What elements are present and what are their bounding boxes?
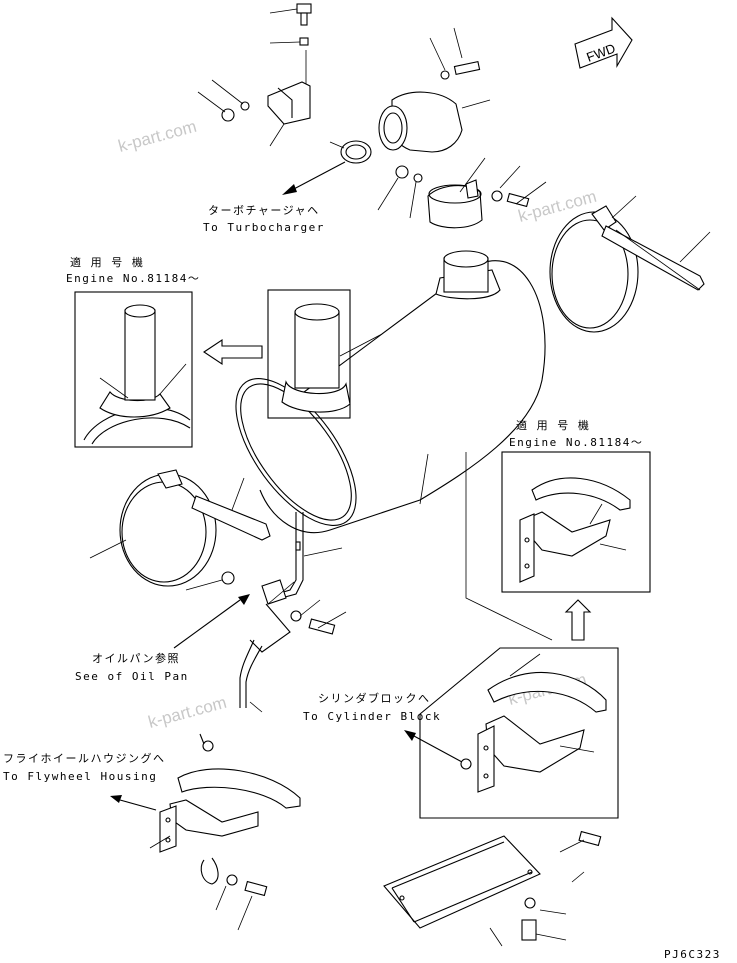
applicability-label-en-2: Engine No.81184～: [509, 436, 643, 449]
muffler: [235, 250, 546, 534]
cylinder-block-arrow: [404, 730, 463, 763]
detail-arrow-up: [564, 599, 592, 641]
turbo-label-jp: ターボチャージャヘ: [208, 204, 320, 217]
turbo-label-en: To Turbocharger: [203, 221, 325, 234]
detail-arrow-left: [203, 338, 263, 366]
watermark: k-part.com: [116, 117, 198, 156]
forward-arrow-icon: FWD: [574, 16, 633, 69]
detail-box-left: [74, 291, 193, 448]
turbo-bracket: [197, 50, 311, 147]
detail-box-upper-right: [501, 451, 651, 593]
oil-pan-label-en: See of Oil Pan: [75, 670, 189, 683]
cylinder-label-en: To Cylinder Block: [303, 710, 441, 723]
bottom-plate: [383, 830, 602, 947]
watermark: k-part.com: [146, 693, 228, 732]
flywheel-label-en: To Flywheel Housing: [3, 770, 157, 783]
applicability-label-jp-2: 適 用 号 機: [516, 418, 590, 432]
exhaust-elbow: [329, 27, 491, 164]
oil-pan-label-jp: オイルパン参照: [92, 651, 180, 665]
flywheel-arrow: [110, 795, 157, 811]
elbow-clamp: [377, 157, 547, 229]
applicability-label-en: Engine No.81184～: [66, 272, 200, 285]
left-band-clamp: [89, 469, 271, 587]
diagram-code: PJ6C323: [664, 948, 721, 961]
flywheel-label-jp: フライホイールハウジングへ: [3, 751, 166, 765]
detail-leader-right: [465, 452, 553, 641]
drain-pipe-assembly: [185, 512, 347, 713]
right-band-clamp: [549, 195, 711, 333]
applicability-label-jp: 適 用 号 機: [70, 255, 144, 269]
lower-left-bracket: [149, 733, 301, 931]
top-bolt: [269, 3, 312, 46]
oil-pan-arrow: [173, 594, 250, 649]
turbocharger-arrow: [282, 161, 346, 195]
detail-box-right: [419, 647, 619, 819]
detail-box-center: [267, 289, 383, 419]
cylinder-label-jp: シリンダブロックへ: [318, 691, 431, 705]
